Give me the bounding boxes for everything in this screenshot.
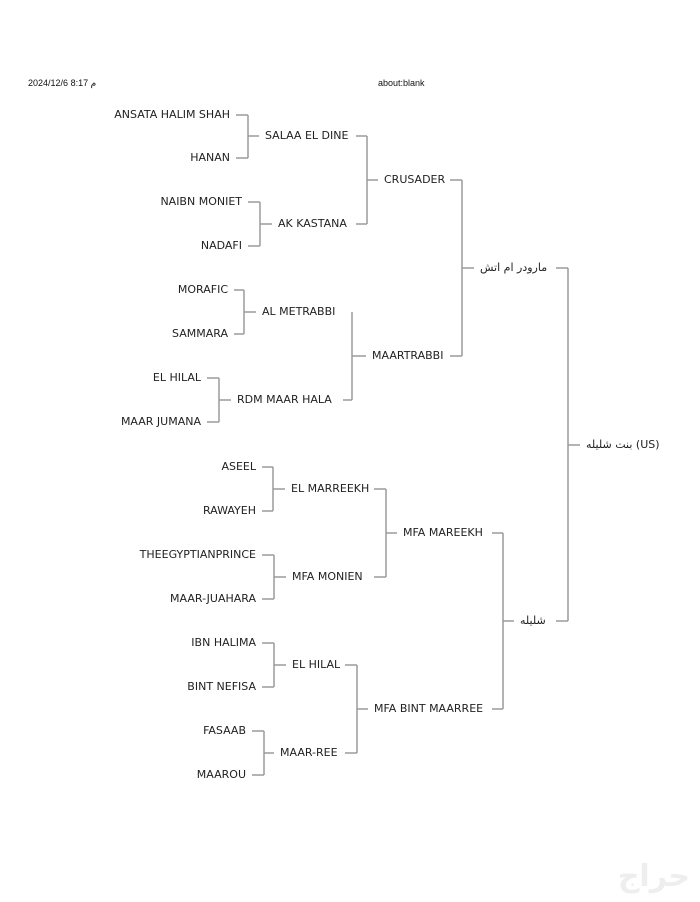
pedigree-node-gen3: MAAR-REE: [280, 746, 338, 759]
print-datetime: م 8:17 2024/12/6: [28, 78, 97, 88]
pedigree-node-gen4: EL HILAL: [152, 371, 201, 384]
pedigree-node-gen3: EL MARREEKH: [291, 482, 370, 495]
pedigree-node-gen2: CRUSADER: [384, 173, 446, 186]
pedigree-node-gen3: AK KASTANA: [278, 217, 347, 230]
print-url: about:blank: [378, 78, 425, 88]
pedigree-node-gen4: FASAAB: [203, 724, 246, 737]
pedigree-node-gen4: RAWAYEH: [202, 504, 256, 517]
pedigree-node-gen1: شليله: [520, 614, 546, 627]
pedigree-node-gen3: SALAA EL DINE: [265, 129, 349, 142]
pedigree-node-gen4: MORAFIC: [177, 283, 228, 296]
pedigree-node-gen2: MFA BINT MAARREE: [374, 702, 484, 715]
pedigree-node-gen0: بنت شليله (US): [586, 438, 660, 451]
pedigree-node-gen4: MAAROU: [196, 768, 246, 781]
pedigree-node-gen4: SAMMARA: [172, 327, 228, 340]
pedigree-node-gen4: NAIBN MONIET: [160, 195, 242, 208]
pedigree-node-gen4: MAAR JUMANA: [120, 415, 201, 428]
pedigree-node-gen3: EL HILAL: [292, 658, 341, 671]
pedigree-node-gen4: MAAR-JUAHARA: [170, 592, 256, 605]
pedigree-node-gen3: RDM MAAR HALA: [237, 393, 332, 406]
pedigree-node-gen1: مارودر ام اتش: [480, 261, 548, 274]
pedigree-node-gen4: ASEEL: [221, 460, 256, 473]
pedigree-node-gen4: THEEGYPTIANPRINCE: [139, 548, 256, 561]
pedigree-node-gen4: BINT NEFISA: [187, 680, 256, 693]
pedigree-node-gen4: HANAN: [190, 151, 230, 164]
pedigree-node-gen4: NADAFI: [200, 239, 242, 252]
watermark-logo: حراج: [617, 859, 690, 894]
pedigree-node-gen4: IBN HALIMA: [191, 636, 256, 649]
pedigree-node-gen4: ANSATA HALIM SHAH: [114, 108, 230, 121]
pedigree-node-gen3: MFA MONIEN: [292, 570, 363, 583]
pedigree-node-gen3: AL METRABBI: [262, 305, 336, 318]
pedigree-node-gen2: MFA MAREEKH: [403, 526, 483, 539]
pedigree-node-gen2: MAARTRABBI: [372, 349, 444, 362]
